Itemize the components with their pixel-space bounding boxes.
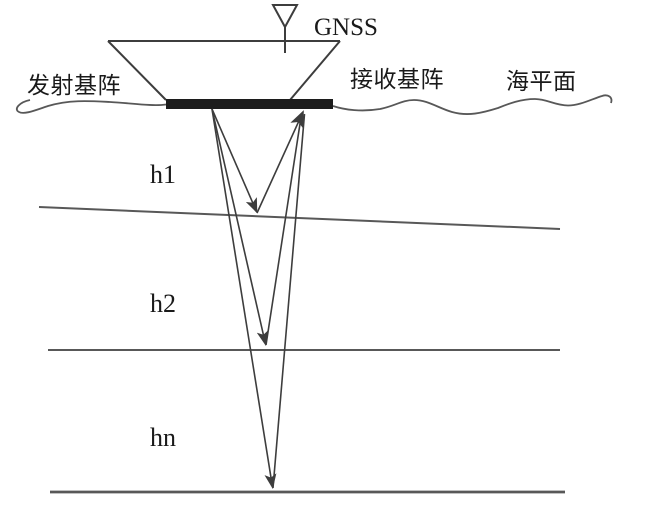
gnss-antenna-icon: [271, 4, 299, 53]
sea-surface-line-left: [15, 99, 167, 114]
sea-surface-label: 海平面: [506, 69, 577, 94]
beam-return-bottom: [272, 113, 306, 489]
vessel-hull-right-edge: [289, 40, 341, 101]
vessel-hull: [107, 40, 341, 101]
receive-array-label: 接收基阵: [350, 67, 444, 92]
depth-label-hn: hn: [150, 423, 176, 452]
beam-transmit-layer2: [211, 108, 269, 346]
beam-transmit-bottom: [211, 108, 277, 489]
beam-return-layer1: [256, 110, 304, 214]
transmit-array-label: 发射基阵: [27, 73, 121, 98]
depth-label-h1: h1: [150, 160, 176, 189]
antenna-triangle: [271, 4, 299, 30]
beam-transmit-layer1: [211, 108, 258, 214]
transducer-bar: [166, 99, 333, 109]
beam-return-layer2: [265, 113, 303, 346]
layer-boundary-1: [38, 206, 561, 230]
acoustic-beams: [211, 108, 306, 489]
gnss-label: GNSS: [314, 14, 378, 41]
depth-label-h2: h2: [150, 289, 176, 318]
vessel-hull-left-edge: [107, 40, 167, 101]
sea-surface-line-right: [332, 94, 613, 115]
